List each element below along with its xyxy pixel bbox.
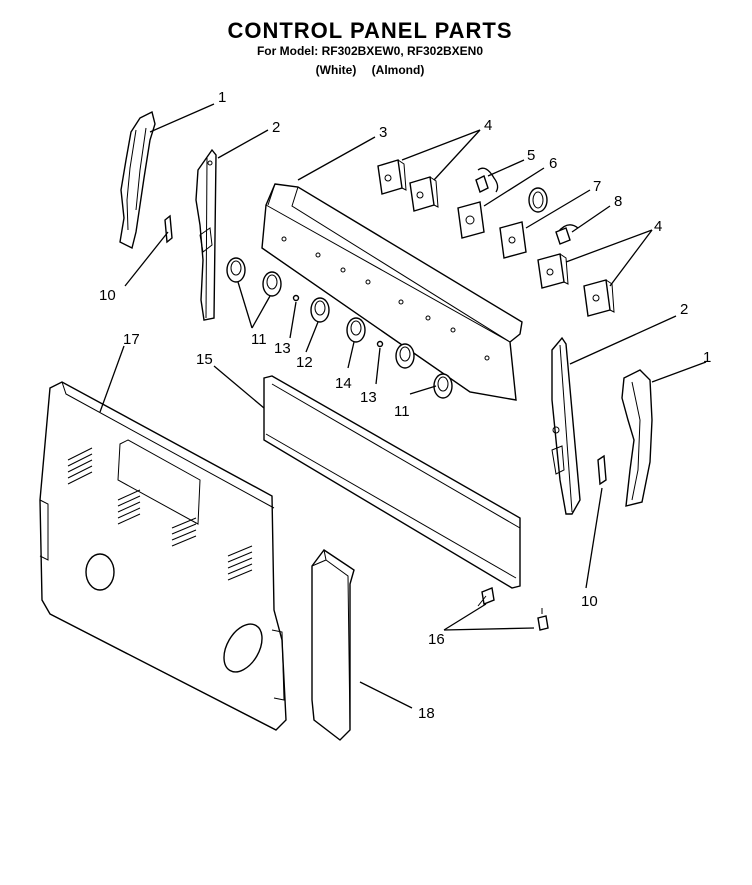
callout-labels: 1 2 3 4 5 6 7 8 4 2 1 10 10 11 13 12 14 … [99, 89, 711, 722]
callout-1-left: 1 [218, 89, 226, 106]
end-cap-left [119, 110, 156, 250]
callout-4-top: 4 [484, 117, 492, 134]
wire-channel [311, 549, 355, 741]
callout-11-right: 11 [394, 403, 410, 420]
bracket-left [195, 148, 217, 321]
wire-harness [475, 167, 499, 193]
callout-5: 5 [527, 147, 535, 164]
control-knobs [226, 257, 453, 399]
clip-right [597, 454, 607, 486]
callout-17: 17 [123, 331, 140, 348]
callout-18: 18 [418, 705, 435, 722]
callout-11-left: 11 [251, 331, 267, 348]
callout-13-left: 13 [274, 340, 291, 357]
infinite-switch [377, 159, 615, 317]
selector-switch [457, 201, 485, 239]
callout-1-right: 1 [703, 349, 711, 366]
callout-15: 15 [196, 351, 213, 368]
model-numbers: For Model: RF302BXEW0, RF302BXEN0 [256, 44, 484, 58]
vent-slots [67, 447, 253, 581]
callout-10-right: 10 [581, 593, 598, 610]
bracket-right [551, 336, 581, 515]
callout-3: 3 [379, 124, 387, 141]
callout-2-right: 2 [680, 301, 688, 318]
rear-panel [39, 381, 287, 731]
callout-6: 6 [549, 155, 557, 172]
end-cap-right [621, 369, 653, 507]
control-panel [261, 183, 523, 401]
mounting-screws [477, 587, 549, 631]
leader-lines [99, 103, 707, 709]
diagram-title: CONTROL PANEL PARTS [227, 18, 513, 43]
callout-8: 8 [614, 193, 622, 210]
clip-left [164, 214, 173, 244]
color-variants: (White) (Almond) [315, 63, 425, 77]
trim-strip [263, 375, 521, 589]
callout-14: 14 [335, 375, 352, 392]
callout-7: 7 [593, 178, 601, 195]
lamp-harness [555, 224, 579, 245]
callout-10-left: 10 [99, 287, 116, 304]
callout-13-right: 13 [360, 389, 377, 406]
indicator-ring [499, 187, 548, 259]
callout-12: 12 [296, 354, 313, 371]
callout-16: 16 [428, 631, 445, 648]
callout-2-left: 2 [272, 119, 280, 136]
panel-holes [281, 236, 490, 361]
callout-4-right: 4 [654, 218, 662, 235]
